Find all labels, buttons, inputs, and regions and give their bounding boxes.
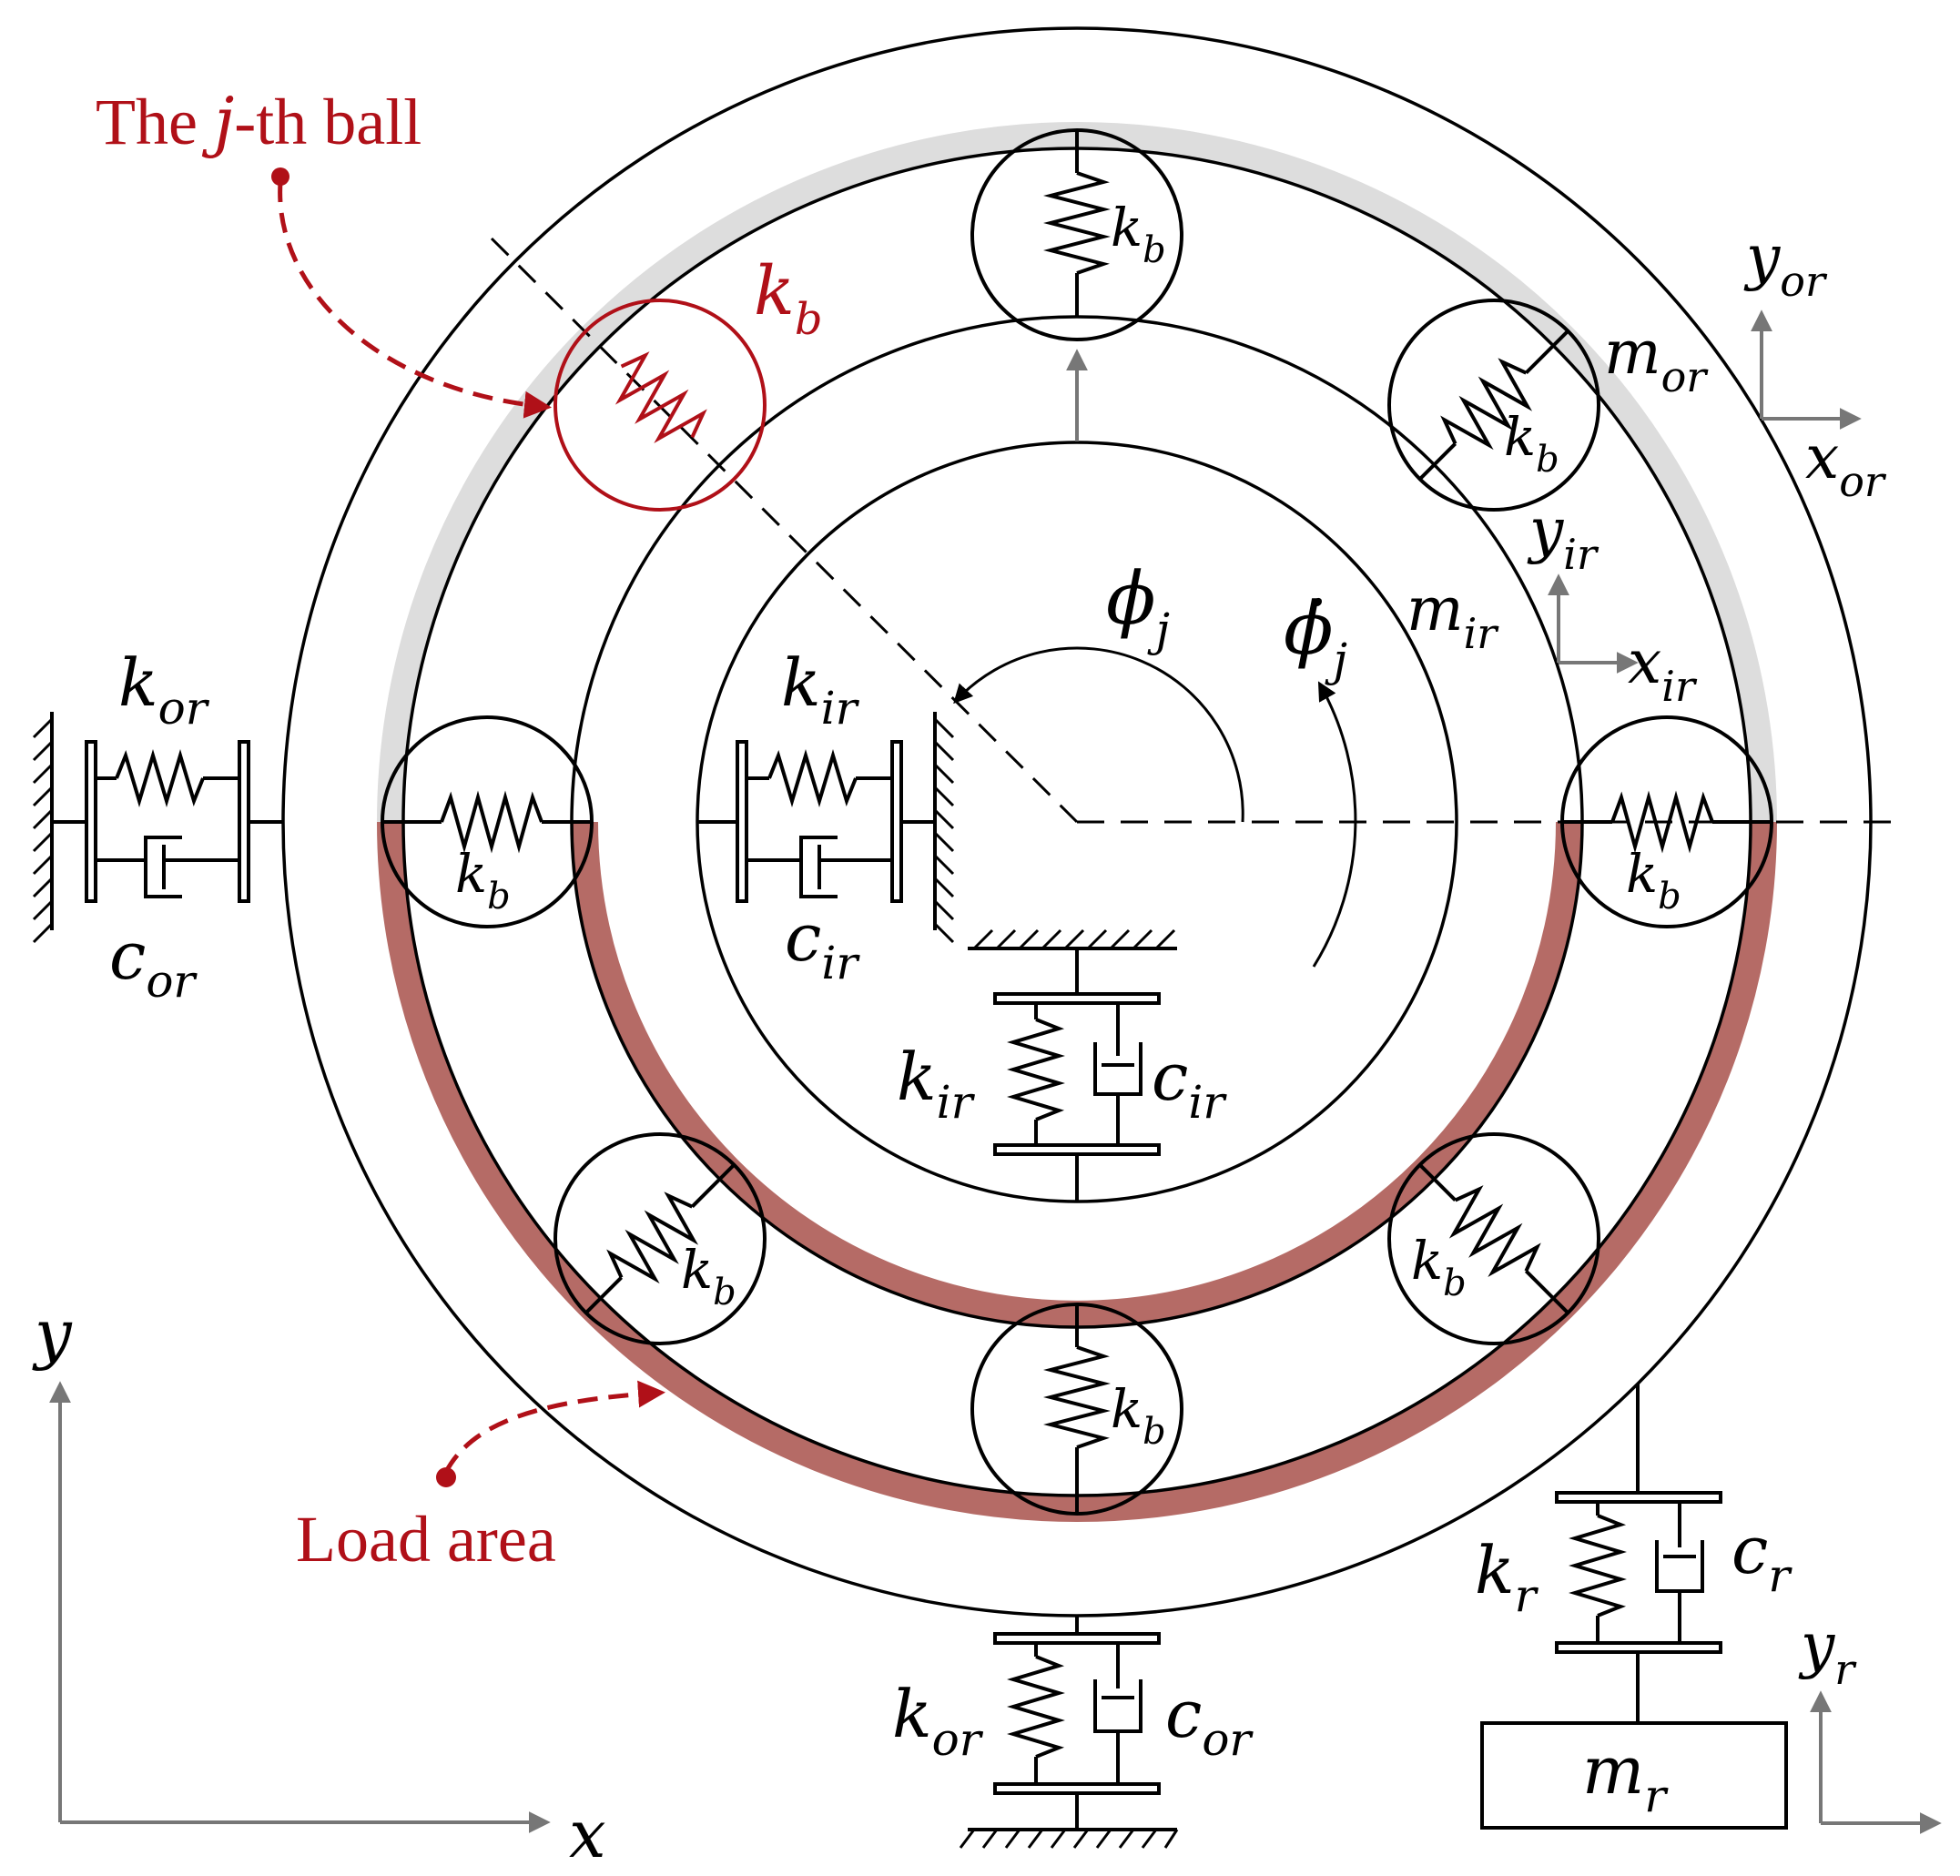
label-kir-inner: kir [781, 644, 860, 735]
label-kb-lower-right: kb [1411, 1230, 1467, 1304]
label-cir-inner: cir [785, 899, 860, 989]
outer-ring-axes [1751, 309, 1862, 430]
ball-left [381, 715, 594, 928]
label-y-ir: yir [1527, 495, 1599, 579]
ball-lower-left [553, 1132, 767, 1345]
jth-ball-radial-line [490, 237, 1079, 824]
label-kb-jth: kb [754, 252, 823, 345]
label-cir-vertical: cir [1152, 1039, 1227, 1129]
bottom-outer-support [959, 1616, 1179, 1849]
resonator-support [1480, 1384, 1788, 1830]
label-kb-lower-left: kb [681, 1239, 736, 1313]
label-y-or: yor [1743, 222, 1828, 306]
load-area-label: Load area [296, 1503, 556, 1576]
label-mr: mr [1582, 1732, 1669, 1822]
label-kor-left: kor [118, 644, 210, 735]
ball-right [1560, 715, 1773, 928]
label-kb-right: kb [1626, 843, 1681, 918]
label-cr: cr [1732, 1512, 1792, 1602]
label-kir-vertical: kir [897, 1039, 976, 1129]
label-kb-top: kb [1111, 197, 1166, 271]
left-outer-support [32, 712, 283, 944]
label-x-global: x [569, 1796, 606, 1872]
phi-angle-arc [953, 646, 1244, 823]
phidot-rotation-arc [1312, 681, 1357, 968]
jth-ball-label: The j-th ball [96, 83, 421, 159]
inner-horizontal-support [698, 712, 955, 944]
jth-ball-pointer-dot [271, 167, 289, 186]
resonator-axes [1810, 1690, 1942, 1834]
label-kr: kr [1475, 1532, 1539, 1622]
inner-vertical-support [968, 928, 1177, 1202]
ball-jth [553, 299, 767, 512]
label-kb-bottom: kb [1111, 1378, 1166, 1453]
ball-upper-right [1387, 298, 1600, 512]
label-kb-left: kb [455, 843, 511, 918]
global-axes [49, 1381, 551, 1833]
label-cor-left: cor [109, 918, 198, 1008]
label-y-r: yr [1798, 1610, 1857, 1694]
resonator-mass [1480, 1721, 1788, 1830]
inner-ring-axes [1548, 573, 1639, 674]
label-phi-j: ϕj [1106, 556, 1170, 656]
label-y-global: y [32, 1295, 73, 1372]
label-phidot-j: ϕ̇j [1284, 586, 1347, 686]
jth-ball-pointer-arrow [278, 181, 552, 419]
load-area-pointer-arrow [443, 1380, 665, 1474]
label-x-ir: xir [1628, 627, 1698, 711]
load-area-pointer-dot [436, 1467, 456, 1487]
ball-top [970, 128, 1183, 341]
label-mor: mor [1604, 318, 1709, 401]
label-x-or: xor [1805, 422, 1887, 506]
label-kb-upper-right: kb [1504, 406, 1559, 481]
label-cor-bottom: cor [1165, 1676, 1254, 1766]
ball-lower-right [1387, 1132, 1600, 1345]
ball-bottom [970, 1303, 1183, 1516]
label-kor-bottom: kor [892, 1676, 984, 1766]
label-mir: mir [1407, 574, 1499, 658]
